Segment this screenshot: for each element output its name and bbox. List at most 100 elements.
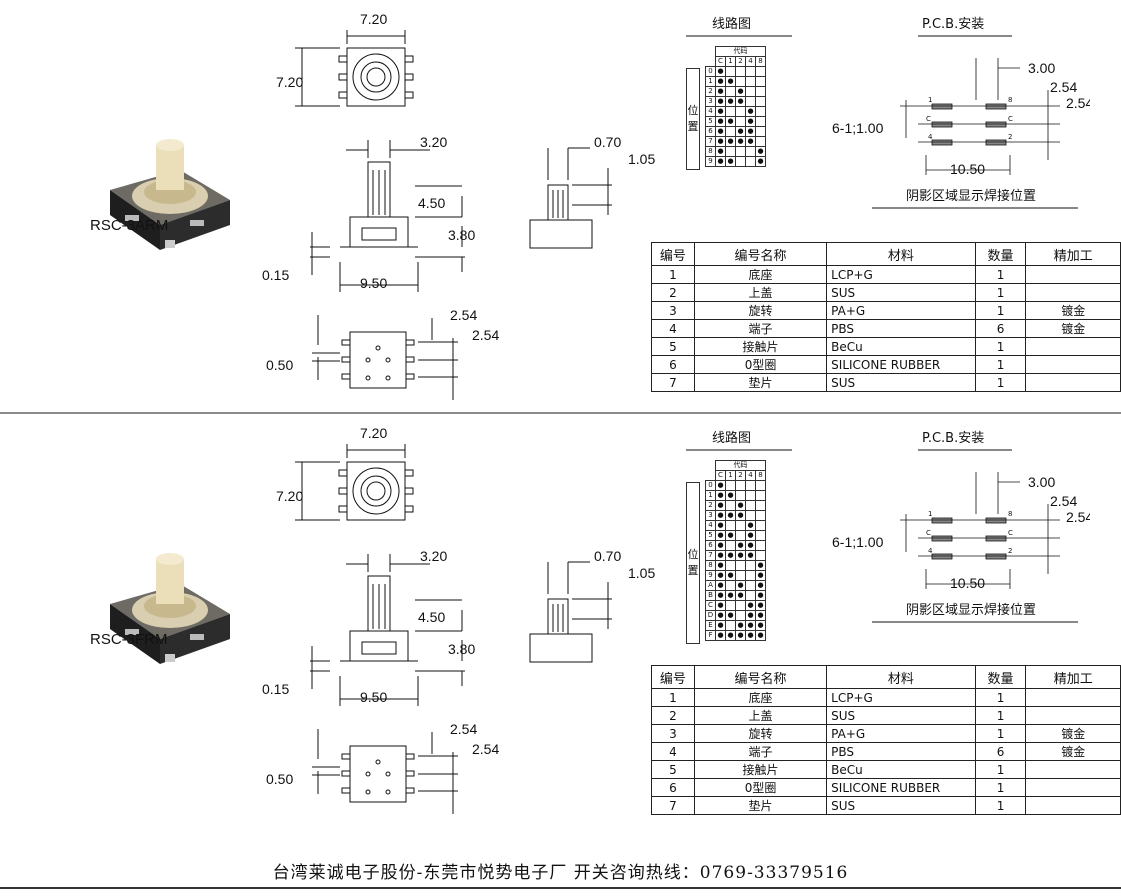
svg-text:1: 1 — [928, 96, 932, 104]
svg-text:1: 1 — [928, 510, 932, 518]
mechanical-drawing: 7.20 7.20 3.20 4.50 3.80 0.15 9.50 0.70 … — [262, 11, 655, 400]
code-row: 9●●● — [705, 156, 766, 167]
code-row: D●●●● — [705, 610, 766, 621]
bom-header-cell: 材料 — [826, 242, 976, 266]
bom-header-cell: 材料 — [826, 665, 976, 689]
pcb-pitch-1: 3.00 — [1028, 60, 1055, 76]
code-row: 0● — [705, 66, 766, 77]
code-row: 6●●● — [705, 126, 766, 137]
dim-top-width: 7.20 — [360, 425, 387, 441]
code-column-label: 4 — [745, 56, 756, 67]
pcb-holes: 6-1;1.00 — [832, 534, 884, 550]
dim-body-height: 3.80 — [448, 227, 475, 243]
code-row: A●●● — [705, 580, 766, 591]
svg-text:C: C — [926, 529, 931, 537]
code-row: 6●●● — [705, 540, 766, 551]
footer-line — [0, 887, 1121, 889]
pcb-layout: P.C.B.安装 1C4 8C2 3.00 2.54 2.54 6-1;1.00… — [832, 431, 1090, 623]
svg-text:C: C — [926, 115, 931, 123]
bom-header-cell: 编号 — [651, 242, 695, 266]
code-column-label: 8 — [755, 470, 766, 481]
svg-text:线路图: 线路图 — [712, 430, 751, 446]
product-photo — [110, 553, 230, 664]
code-row: 7●●●● — [705, 550, 766, 561]
pcb-pitch-2: 2.54 — [1050, 493, 1077, 509]
code-row: B●●●● — [705, 590, 766, 601]
code-row: 3●●● — [705, 510, 766, 521]
dim-bottom-pad: 0.50 — [266, 771, 293, 787]
dim-bottom-pitch-2: 2.54 — [472, 741, 499, 757]
code-row: 2●● — [705, 86, 766, 97]
dim-side-width: 0.70 — [594, 134, 621, 150]
pcb-pitch-1: 3.00 — [1028, 474, 1055, 490]
dim-side-height: 1.05 — [628, 151, 655, 167]
code-header: 代码 — [715, 460, 766, 471]
svg-text:线路图: 线路图 — [712, 16, 751, 32]
pcb-title: P.C.B.安装 — [922, 431, 984, 446]
code-column-label: 1 — [725, 56, 736, 67]
code-row: 3●●● — [705, 96, 766, 107]
position-label: 位置 — [686, 68, 700, 170]
dim-shaft-width: 3.20 — [420, 548, 447, 564]
bom-header-cell: 数量 — [974, 242, 1027, 266]
code-row: 4●● — [705, 520, 766, 531]
code-header: 代码 — [715, 46, 766, 57]
code-row: 1●● — [705, 76, 766, 87]
bom-header-cell: 精加工 — [1025, 242, 1121, 266]
dim-base-offset: 0.15 — [262, 681, 289, 697]
code-column-label: 4 — [745, 470, 756, 481]
code-column-label: 2 — [735, 56, 746, 67]
dim-top-height: 7.20 — [276, 74, 303, 90]
pcb-title: P.C.B.安装 — [922, 17, 984, 32]
dim-base-width: 9.50 — [360, 689, 387, 705]
dim-top-height: 7.20 — [276, 488, 303, 504]
code-column-label: C — [715, 56, 726, 67]
svg-text:2: 2 — [1008, 133, 1012, 141]
product-section: RSC-3FRM — [0, 414, 1121, 826]
circuit-title: 线路图 — [686, 430, 792, 451]
pcb-width: 10.50 — [950, 575, 985, 591]
footer-contact: 台湾莱诚电子股份-东莞市悦势电子厂 开关咨询热线：0769-33379516 — [272, 863, 849, 883]
svg-text:8: 8 — [1008, 96, 1012, 104]
pcb-pitch-3: 2.54 — [1066, 95, 1090, 111]
code-column-label: 1 — [725, 470, 736, 481]
bom-header-cell: 编号名称 — [693, 665, 828, 689]
dim-bottom-pad: 0.50 — [266, 357, 293, 373]
dim-base-width: 9.50 — [360, 275, 387, 291]
bom-header-cell: 精加工 — [1025, 665, 1121, 689]
code-row: 5●●● — [705, 116, 766, 127]
bom-header-cell: 数量 — [974, 665, 1027, 689]
svg-text:2: 2 — [1008, 547, 1012, 555]
pcb-pitch-2: 2.54 — [1050, 79, 1077, 95]
pcb-layout: P.C.B.安装 1C4 8C2 3.00 2.54 2.54 6-1;1.00… — [832, 17, 1090, 209]
svg-text:8: 8 — [1008, 510, 1012, 518]
mechanical-drawing: 7.20 7.20 3.20 4.50 3.80 0.15 9.50 0.70 … — [262, 425, 655, 814]
dim-base-offset: 0.15 — [262, 267, 289, 283]
circuit-title: 线路图 — [686, 16, 792, 37]
pcb-pitch-3: 2.54 — [1066, 509, 1090, 525]
dim-body-height: 3.80 — [448, 641, 475, 657]
model-name: RSC-3FRM — [90, 631, 168, 648]
dim-bottom-pitch-1: 2.54 — [450, 721, 477, 737]
pcb-width: 10.50 — [950, 161, 985, 177]
dim-shaft-width: 3.20 — [420, 134, 447, 150]
position-label: 位置 — [686, 482, 700, 644]
dim-top-width: 7.20 — [360, 11, 387, 27]
dim-shaft-height: 4.50 — [418, 609, 445, 625]
bom-header-cell: 编号名称 — [693, 242, 828, 266]
code-row: C●●● — [705, 600, 766, 611]
code-row: 8●● — [705, 560, 766, 571]
